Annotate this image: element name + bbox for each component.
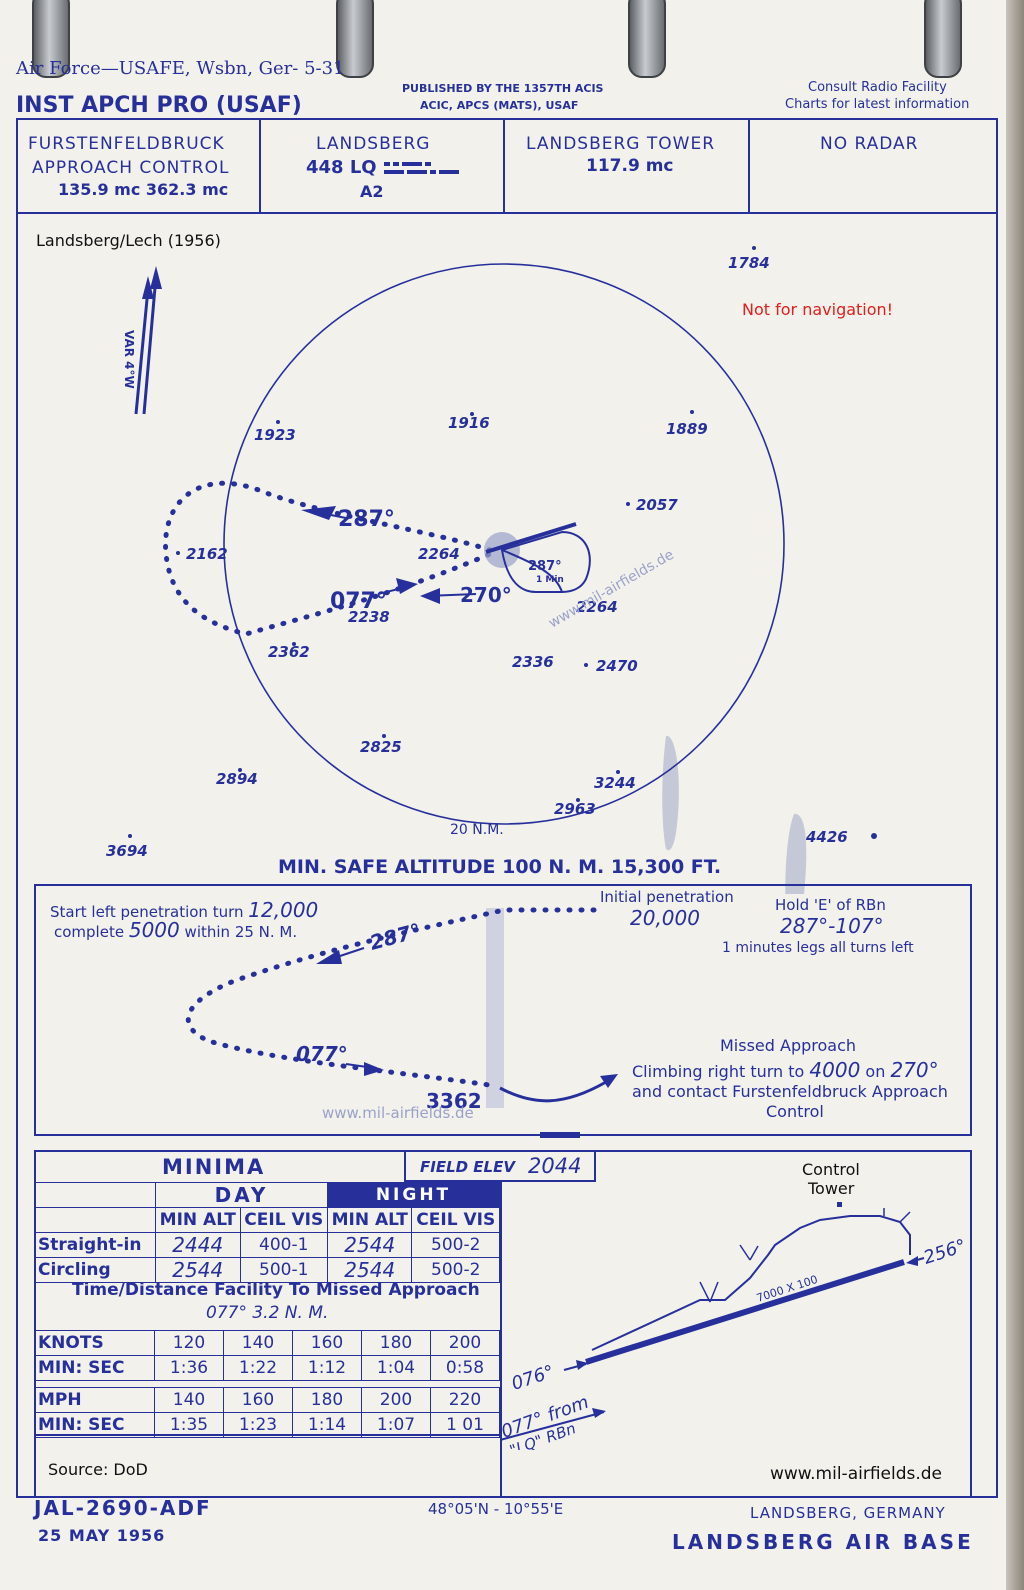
- var-arrow-icon: [134, 266, 162, 415]
- binder-ring: [924, 0, 962, 78]
- published-by-2: ACIC, APCS (MATS), USAF: [420, 99, 579, 112]
- day-header: DAY: [155, 1182, 328, 1208]
- night-header: NIGHT: [326, 1182, 501, 1208]
- location: LANDSBERG, GERMANY: [750, 1504, 946, 1522]
- watermark: www.mil-airfields.de: [546, 547, 677, 632]
- twenty-nm-circle: [223, 263, 785, 825]
- hold-heading: 287°: [528, 559, 562, 574]
- hold-courses: 287°-107°: [780, 914, 884, 938]
- fix-column: [486, 908, 504, 1108]
- td-value: 077° 3.2 N. M.: [206, 1303, 329, 1323]
- fix-altitude: 3362: [426, 1089, 482, 1113]
- minima-table: DAY NIGHT MIN ALT CEIL VIS MIN ALT CEIL …: [34, 1182, 501, 1283]
- svg-text:2894: 2894: [216, 770, 258, 788]
- minima-title: MINIMA: [162, 1155, 266, 1179]
- runway: [585, 1259, 905, 1365]
- heading-076: 076°: [509, 1361, 557, 1394]
- svg-text:4426: 4426: [805, 828, 848, 846]
- svg-text:2264: 2264: [576, 598, 618, 616]
- td-title: Time/Distance Facility To Missed Approac…: [72, 1280, 480, 1300]
- svg-text:2825: 2825: [360, 738, 402, 756]
- profile-view: 287° 077° 3362 www.mil-airfields.de: [185, 907, 618, 1122]
- initial-penetration-alt: 20,000: [630, 906, 700, 930]
- published-by: PUBLISHED BY THE 1357TH ACIS: [402, 82, 604, 95]
- svg-text:3244: 3244: [594, 774, 636, 792]
- lake-shape: [662, 735, 679, 851]
- svg-text:3694: 3694: [106, 842, 148, 860]
- svg-text:2963: 2963: [554, 800, 596, 818]
- profile-heading-077: 077°: [296, 1042, 348, 1066]
- tower-label-2: Tower: [808, 1179, 855, 1198]
- consult-note: Consult Radio Facility: [808, 80, 947, 95]
- svg-text:2162: 2162: [186, 545, 228, 563]
- initial-penetration-label: Initial penetration: [600, 888, 734, 906]
- profile-watermark: www.mil-airfields.de: [322, 1104, 474, 1122]
- consult-note-2: Charts for latest information: [785, 97, 970, 112]
- svg-text:2362: 2362: [268, 643, 310, 661]
- table-row: Circling 2544 500-1 2544 500-2: [34, 1257, 500, 1283]
- heading-256: 256°: [921, 1235, 969, 1268]
- chart-id: JAL-2690-ADF: [34, 1496, 212, 1520]
- spot-elevations: 1784 1923 1916 1889 2057 2162 2264 2238 …: [106, 246, 877, 860]
- svg-text:2264: 2264: [418, 545, 460, 563]
- morse-code-icon: [384, 162, 459, 174]
- warning-label: Not for navigation!: [742, 300, 894, 319]
- profile-track: [185, 907, 597, 1089]
- lake-shape: [785, 813, 807, 894]
- coordinates: 48°05'N - 10°55'E: [428, 1500, 564, 1518]
- separator-mark: [540, 1132, 580, 1138]
- tower-label: Control: [802, 1160, 860, 1179]
- heading-287: 287°: [338, 507, 395, 532]
- binder-ring: [336, 0, 374, 78]
- chart-title: INST APCH PRO (USAF): [16, 93, 302, 118]
- table-row: Straight-in 2444 400-1 2544 500-2: [34, 1232, 500, 1258]
- taxiway: [591, 1215, 911, 1351]
- msa-label: MIN. SAFE ALTITUDE 100 N. M. 15,300 FT.: [278, 856, 722, 878]
- svg-text:2057: 2057: [636, 496, 678, 514]
- hold-leg: 1 Min: [536, 575, 564, 585]
- variation-label: VAR 4°W: [122, 330, 136, 389]
- svg-text:1889: 1889: [666, 420, 708, 438]
- chart-date: 25 MAY 1956: [38, 1526, 166, 1545]
- publisher-line: Air Force—USAFE, Wsbn, Ger- 5-31: [16, 58, 345, 79]
- airport-diagram: 7000 X 100 256° 076° 077° from "LQ" RBn: [500, 1202, 969, 1450]
- plan-view-label: Landsberg/Lech (1956): [36, 231, 221, 250]
- svg-text:2238: 2238: [348, 608, 390, 626]
- svg-text:1916: 1916: [448, 414, 490, 432]
- holding-pattern: [500, 530, 591, 593]
- svg-text:2470: 2470: [596, 657, 638, 675]
- binder-ring: [628, 0, 666, 78]
- missed-approach-path: [499, 1080, 607, 1103]
- field-elevation-box: FIELD ELEV 2044: [404, 1150, 596, 1182]
- heading-077: 077°: [330, 589, 387, 614]
- control-tower-icon: [837, 1202, 842, 1207]
- hold-note: Hold 'E' of RBn: [775, 896, 886, 914]
- plan-view: 287° 077° 270° 287° 1 Min 1784 1923 1916…: [106, 246, 877, 894]
- website-label: www.mil-airfields.de: [770, 1464, 943, 1484]
- source-label: Source: DoD: [48, 1460, 148, 1479]
- hold-legs: 1 minutes legs all turns left: [722, 940, 914, 956]
- profile-heading-287: 287°: [367, 918, 423, 955]
- chart-frame: [16, 118, 998, 1498]
- svg-text:2336: 2336: [512, 653, 554, 671]
- base-name: LANDSBERG AIR BASE: [672, 1530, 974, 1554]
- svg-text:1923: 1923: [254, 426, 296, 444]
- svg-text:1784: 1784: [728, 254, 770, 272]
- binder-ring: [32, 0, 70, 78]
- heading-270: 270°: [460, 583, 512, 607]
- page-edge: [1006, 0, 1024, 1590]
- radius-label: 20 N.M.: [450, 822, 504, 838]
